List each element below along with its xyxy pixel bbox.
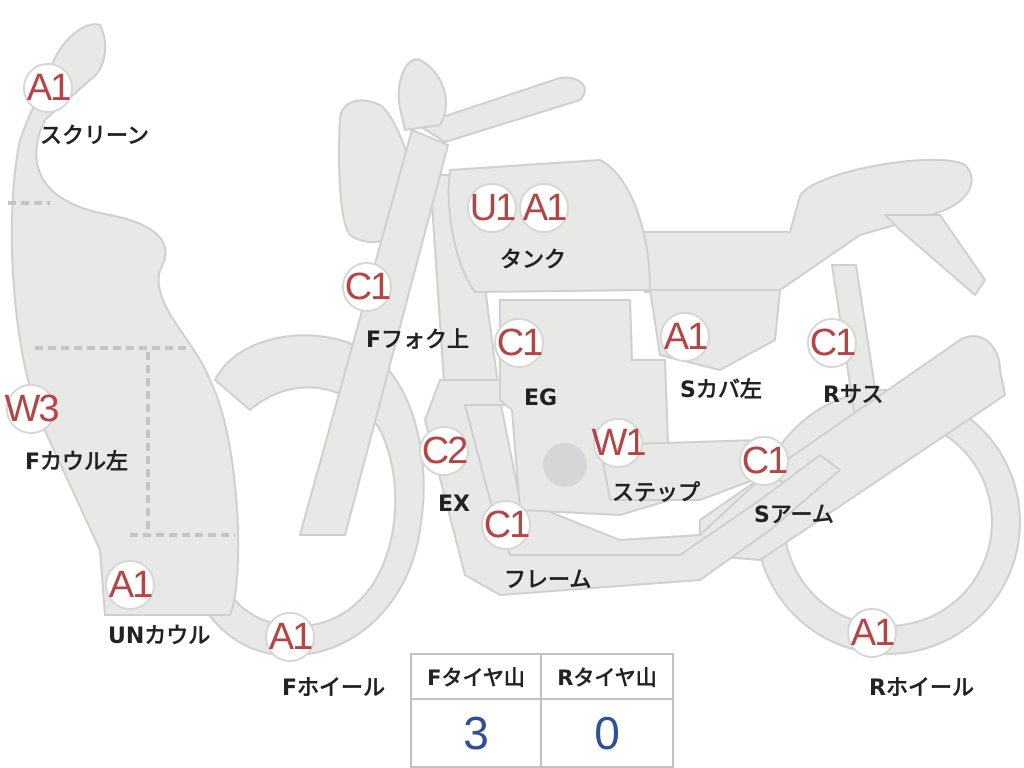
part-frame: C1 bbox=[481, 500, 531, 550]
grade-badge: C1 bbox=[494, 318, 544, 368]
grade-badge: W3 bbox=[5, 384, 60, 434]
grade-badge: A1 bbox=[660, 312, 710, 362]
front-tire-value: 3 bbox=[412, 700, 542, 766]
part-tank-u1: U1 bbox=[467, 183, 517, 233]
grade-badge: A1 bbox=[23, 63, 73, 113]
grade-badge: A1 bbox=[519, 183, 569, 233]
grade-badge: A1 bbox=[847, 608, 897, 658]
label-screen: スクリーン bbox=[40, 124, 149, 149]
part-step: W1 bbox=[592, 418, 647, 468]
rear-tire-header: Rタイヤ山 bbox=[542, 655, 672, 700]
grade-badge: U1 bbox=[467, 183, 517, 233]
part-r-suspension: C1 bbox=[807, 318, 857, 368]
label-frame: フレーム bbox=[504, 568, 592, 593]
label-f-cowl-left: Fカウル左 bbox=[25, 450, 129, 475]
label-step: ステップ bbox=[612, 481, 701, 506]
part-eg: C1 bbox=[494, 318, 544, 368]
label-f-fork-upper: Fフォク上 bbox=[366, 328, 470, 353]
step-shape bbox=[599, 439, 781, 501]
front-tire-header: Fタイヤ山 bbox=[412, 655, 542, 700]
label-tank: タンク bbox=[500, 248, 567, 273]
tail-shape bbox=[884, 214, 986, 296]
label-s-arm: Sアーム bbox=[754, 503, 834, 528]
grade-badge: A1 bbox=[105, 560, 155, 610]
front-fork-shape bbox=[299, 129, 449, 536]
part-s-cover-left: A1 bbox=[660, 312, 710, 362]
grade-badge: C1 bbox=[342, 262, 392, 312]
grade-badge: C1 bbox=[807, 318, 857, 368]
grade-badge: C1 bbox=[481, 500, 531, 550]
label-f-wheel: Fホイール bbox=[282, 676, 386, 701]
tire-tread-table: Fタイヤ山 Rタイヤ山 3 0 bbox=[410, 653, 674, 768]
part-f-wheel: A1 bbox=[265, 612, 315, 662]
label-eg: EG bbox=[524, 386, 558, 411]
engine-cover bbox=[543, 443, 587, 487]
part-f-fork-upper: C1 bbox=[342, 262, 392, 312]
part-ex: C2 bbox=[419, 426, 469, 476]
label-un-cowl: UNカウル bbox=[108, 624, 211, 649]
label-r-wheel: Rホイール bbox=[869, 676, 974, 701]
part-screen: A1 bbox=[23, 63, 73, 113]
headlight-shape bbox=[397, 58, 448, 131]
grade-badge: C2 bbox=[419, 426, 469, 476]
label-s-cover-left: Sカバ左 bbox=[680, 378, 762, 403]
seat-shape bbox=[639, 158, 973, 293]
rear-tire-value: 0 bbox=[594, 707, 620, 759]
grade-badge: C1 bbox=[739, 436, 789, 486]
grade-badge: A1 bbox=[265, 612, 315, 662]
part-r-wheel: A1 bbox=[847, 608, 897, 658]
part-f-cowl-left: W3 bbox=[5, 384, 60, 434]
grade-badge: W1 bbox=[592, 418, 647, 468]
front-cowl-shape bbox=[10, 23, 240, 616]
label-ex: EX bbox=[438, 492, 470, 517]
part-s-arm: C1 bbox=[739, 436, 789, 486]
label-r-suspension: Rサス bbox=[823, 383, 884, 408]
handlebar-shape bbox=[417, 76, 586, 143]
part-un-cowl: A1 bbox=[105, 560, 155, 610]
exhaust-shape bbox=[424, 379, 841, 596]
part-tank-a1: A1 bbox=[519, 183, 569, 233]
